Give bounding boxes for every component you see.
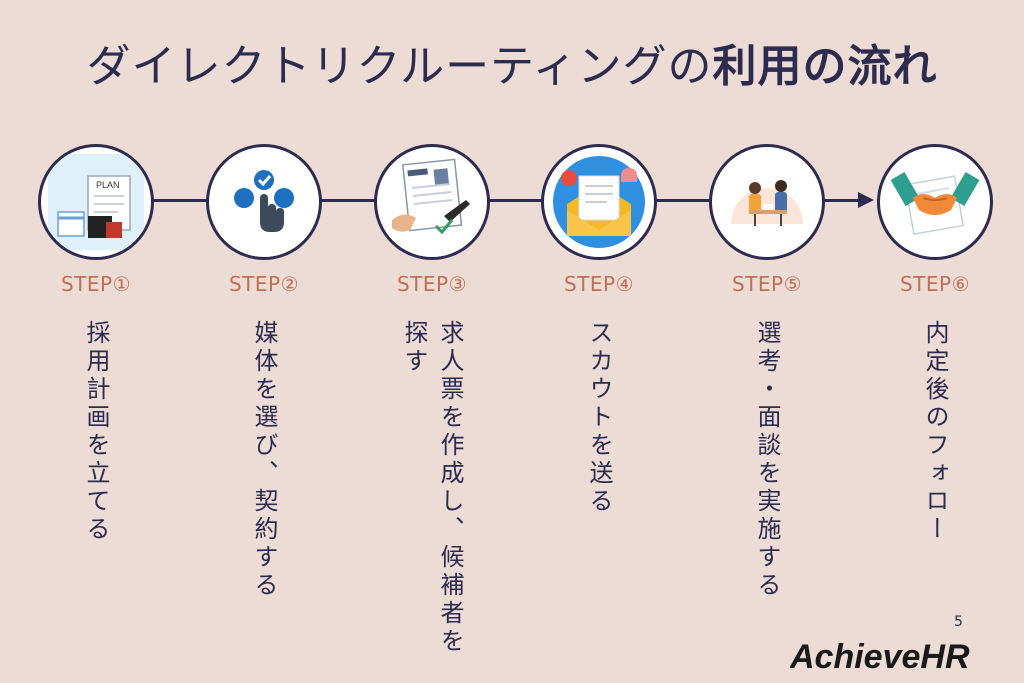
step-4-circle (541, 144, 657, 260)
step-5: STEP⑤ 選考・面談を実施する (709, 144, 825, 600)
step-6-label: STEP⑥ (899, 272, 971, 296)
handshake-contract-icon (890, 172, 980, 235)
page-title: ダイレクトリクルーティングの利用の流れ (0, 30, 1024, 94)
step-3-label: STEP③ (396, 272, 468, 296)
step-1-description: 採用計画を立てる (82, 320, 110, 544)
step-6: STEP⑥ 内定後のフォロー (877, 144, 993, 544)
step-5-label: STEP⑤ (731, 272, 803, 296)
step-5-circle (709, 144, 825, 260)
page-number: 5 (954, 614, 963, 630)
svg-text:AchieveHR: AchieveHR (790, 638, 970, 676)
mail-envelope-icon (553, 156, 645, 248)
achievehr-logo: AchieveHR (790, 636, 1018, 676)
achievehr-logo-mark: AchieveHR (790, 638, 970, 676)
svg-text:PLAN: PLAN (96, 180, 120, 190)
step-3-circle (374, 144, 490, 260)
step-2-label: STEP② (228, 272, 300, 296)
title-regular: ダイレクトリクルーティングの (86, 41, 713, 92)
flow-arrow-head (858, 192, 874, 208)
step-6-circle (877, 144, 993, 260)
step-4-description: スカウトを送る (585, 320, 613, 516)
step-2: STEP② 媒体を選び、契約する (206, 144, 322, 600)
step-1: PLAN STEP① 採用計画を立てる (38, 144, 154, 544)
step-1-label: STEP① (60, 272, 132, 296)
step-6-description: 内定後のフォロー (921, 320, 949, 544)
step-3-description: 求人票を作成し、候補者を探す (400, 320, 464, 656)
step-1-circle: PLAN (38, 144, 154, 260)
step-5-description: 選考・面談を実施する (753, 320, 781, 600)
step-3: STEP③ 求人票を作成し、候補者を探す (374, 144, 490, 656)
plan-document-icon: PLAN (48, 154, 144, 250)
step-4: STEP④ スカウトを送る (541, 144, 657, 516)
step-2-description: 媒体を選び、契約する (250, 320, 278, 600)
step-2-circle (206, 144, 322, 260)
interview-meeting-icon (731, 180, 803, 226)
title-bold: 利用の流れ (712, 41, 938, 92)
step-4-label: STEP④ (563, 272, 635, 296)
select-touch-icon (234, 170, 294, 232)
resume-review-icon (392, 158, 470, 235)
